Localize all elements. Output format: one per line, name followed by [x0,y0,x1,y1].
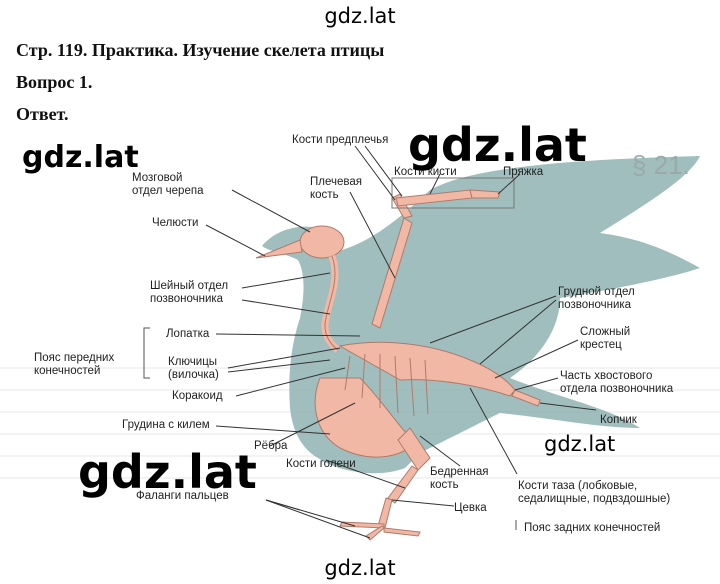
leader-lines [205,145,597,539]
section-mark: § 21. [632,150,690,180]
bird-skeleton-figure: § 21. Кости предплечья Кости кисти Пряжк… [0,128,720,556]
label-sternum: Грудина с килем [122,419,210,431]
label-forelimb-girdle: Пояс передних конечностей [34,352,115,377]
forelimb-bracket [143,327,150,379]
watermark-big-left: gdz.lat [78,445,257,499]
watermark-big-right: gdz.lat [408,118,587,172]
label-ribs: Рёбра [254,440,288,452]
page-title: Стр. 119. Практика. Изучение скелета пти… [16,40,385,60]
label-hand-bones: Кости кисти [394,166,457,178]
label-cervical-spine: Шейный отдел позвоночника [150,280,229,305]
label-caudal-spine: Часть хвостового отдела позвоночника [560,370,674,395]
label-jaws: Челюсти [152,217,199,229]
label-pelvis: Кости таза (лобковые, седалищные, подвзд… [518,480,671,505]
watermark-top: gdz.lat [324,4,396,28]
skeleton-illustration [0,145,720,541]
label-tarsus: Цевка [454,502,487,514]
label-skull: Мозговой отдел черепа [132,172,204,197]
label-humerus: Плечевая кость [310,176,362,201]
label-forearm-bones: Кости предплечья [292,134,389,146]
label-coccyx: Копчик [600,414,637,426]
label-pryazhka: Пряжка [503,166,544,178]
skeleton-bones [255,189,541,541]
question-label: Вопрос 1. [16,72,93,92]
label-tibia: Кости голени [286,458,356,470]
rib-lines [344,353,429,417]
watermark-bottom: gdz.lat [324,556,396,580]
label-coracoid: Коракоид [172,390,223,402]
label-thoracic-spine: Грудной отдел позвоночника [558,286,635,311]
label-femur: Бедренная кость [430,466,489,491]
label-clavicles: Ключицы (вилочка) [168,356,219,381]
watermark-mid-left: gdz.lat [22,140,139,175]
label-phalanges: Фаланги пальцев [136,490,229,502]
label-synsacrum: Сложный крестец [580,326,631,351]
answer-label: Ответ. [16,104,69,124]
label-hindlimb-girdle: Пояс задних конечностей [524,522,661,534]
label-scapula: Лопатка [166,328,210,340]
watermark-mid-right: gdz.lat [544,432,616,456]
